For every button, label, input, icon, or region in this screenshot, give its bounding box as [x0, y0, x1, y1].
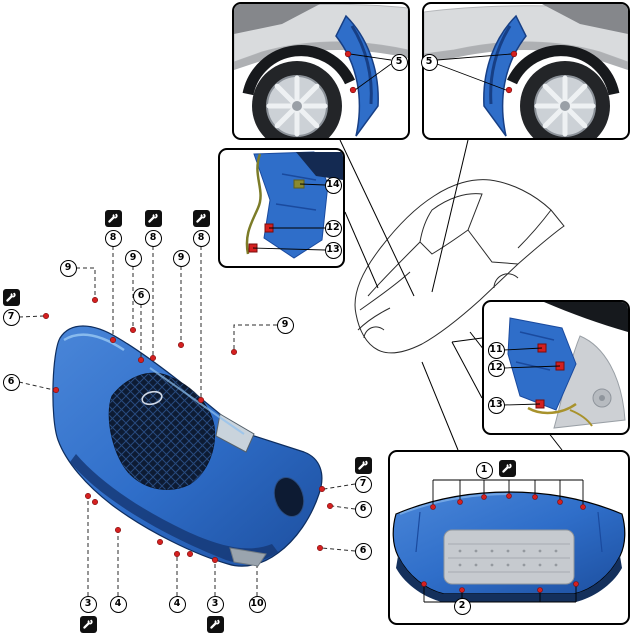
- main-bumper-illustration: [52, 325, 323, 567]
- callout-8: 8: [104, 229, 122, 247]
- inset-side-bracket-detail: [482, 300, 630, 435]
- callout-8: 8: [192, 229, 210, 247]
- callout-9: 9: [172, 249, 190, 267]
- wrench-icon: [206, 615, 224, 633]
- side-bracket-detail-art: [503, 302, 628, 429]
- harness-detail-art: [245, 151, 343, 259]
- callout-6: 6: [354, 500, 372, 518]
- callout-9: 9: [124, 249, 142, 267]
- fog-lamp: [273, 476, 305, 518]
- wrench-icon: [2, 288, 20, 306]
- callout-9: 9: [276, 316, 294, 334]
- leader-lines: [18, 246, 356, 596]
- wrench-icon: [144, 209, 162, 227]
- wrench-icon: [79, 615, 97, 633]
- callout-2: 2: [453, 597, 471, 615]
- callout-7: 7: [354, 475, 372, 493]
- callout-1: 1: [475, 461, 493, 479]
- inset-fender-detail-left: [232, 2, 410, 140]
- callout-7: 7: [2, 308, 20, 326]
- callout-10: 10: [248, 595, 266, 613]
- callout-4: 4: [109, 595, 127, 613]
- callout-6: 6: [2, 373, 20, 391]
- inset-harness-detail: [218, 148, 345, 268]
- clip-markers: [42, 296, 333, 563]
- brand-logo: [141, 390, 163, 406]
- fender-detail-left-art: [234, 4, 408, 138]
- callout-14: 14: [324, 176, 342, 194]
- callout-13: 13: [324, 241, 342, 259]
- callout-6: 6: [354, 542, 372, 560]
- callout-11: 11: [487, 341, 505, 359]
- skid-garnish: [229, 547, 267, 567]
- callout-4: 4: [168, 595, 186, 613]
- callout-12: 12: [487, 359, 505, 377]
- callout-9: 9: [59, 259, 77, 277]
- callout-5: 5: [390, 53, 408, 71]
- wrench-icon: [498, 459, 516, 477]
- callout-3: 3: [206, 595, 224, 613]
- callout-12: 12: [324, 219, 342, 237]
- wrench-icon: [192, 209, 210, 227]
- callout-5: 5: [420, 53, 438, 71]
- headlamp-notch: [215, 413, 255, 453]
- vehicle-outline-sketch: [354, 179, 565, 354]
- lower-bumper-detail-art: [392, 479, 626, 603]
- callout-13: 13: [487, 396, 505, 414]
- callout-8: 8: [144, 229, 162, 247]
- callout-6: 6: [132, 287, 150, 305]
- inset-lower-bumper-detail: [388, 450, 630, 625]
- wrench-icon: [354, 456, 372, 474]
- wrench-icon: [104, 209, 122, 227]
- inset-fender-detail-right: [422, 2, 630, 140]
- fender-detail-right-art: [424, 4, 628, 138]
- callout-3: 3: [79, 595, 97, 613]
